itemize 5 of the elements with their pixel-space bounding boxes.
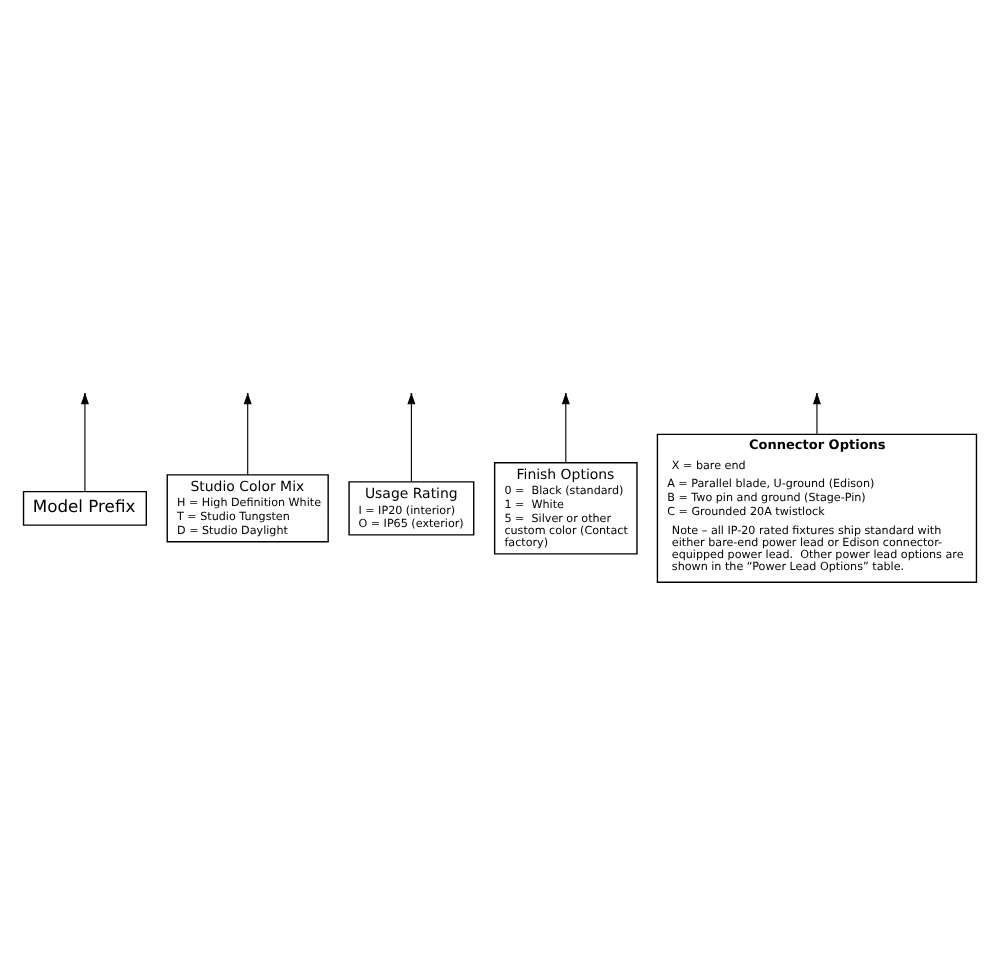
- arrow: [243, 391, 252, 475]
- node-box: Model Prefix: [22, 489, 147, 525]
- arrow: [812, 391, 821, 434]
- arrow: [561, 391, 570, 463]
- arrow: [80, 391, 89, 491]
